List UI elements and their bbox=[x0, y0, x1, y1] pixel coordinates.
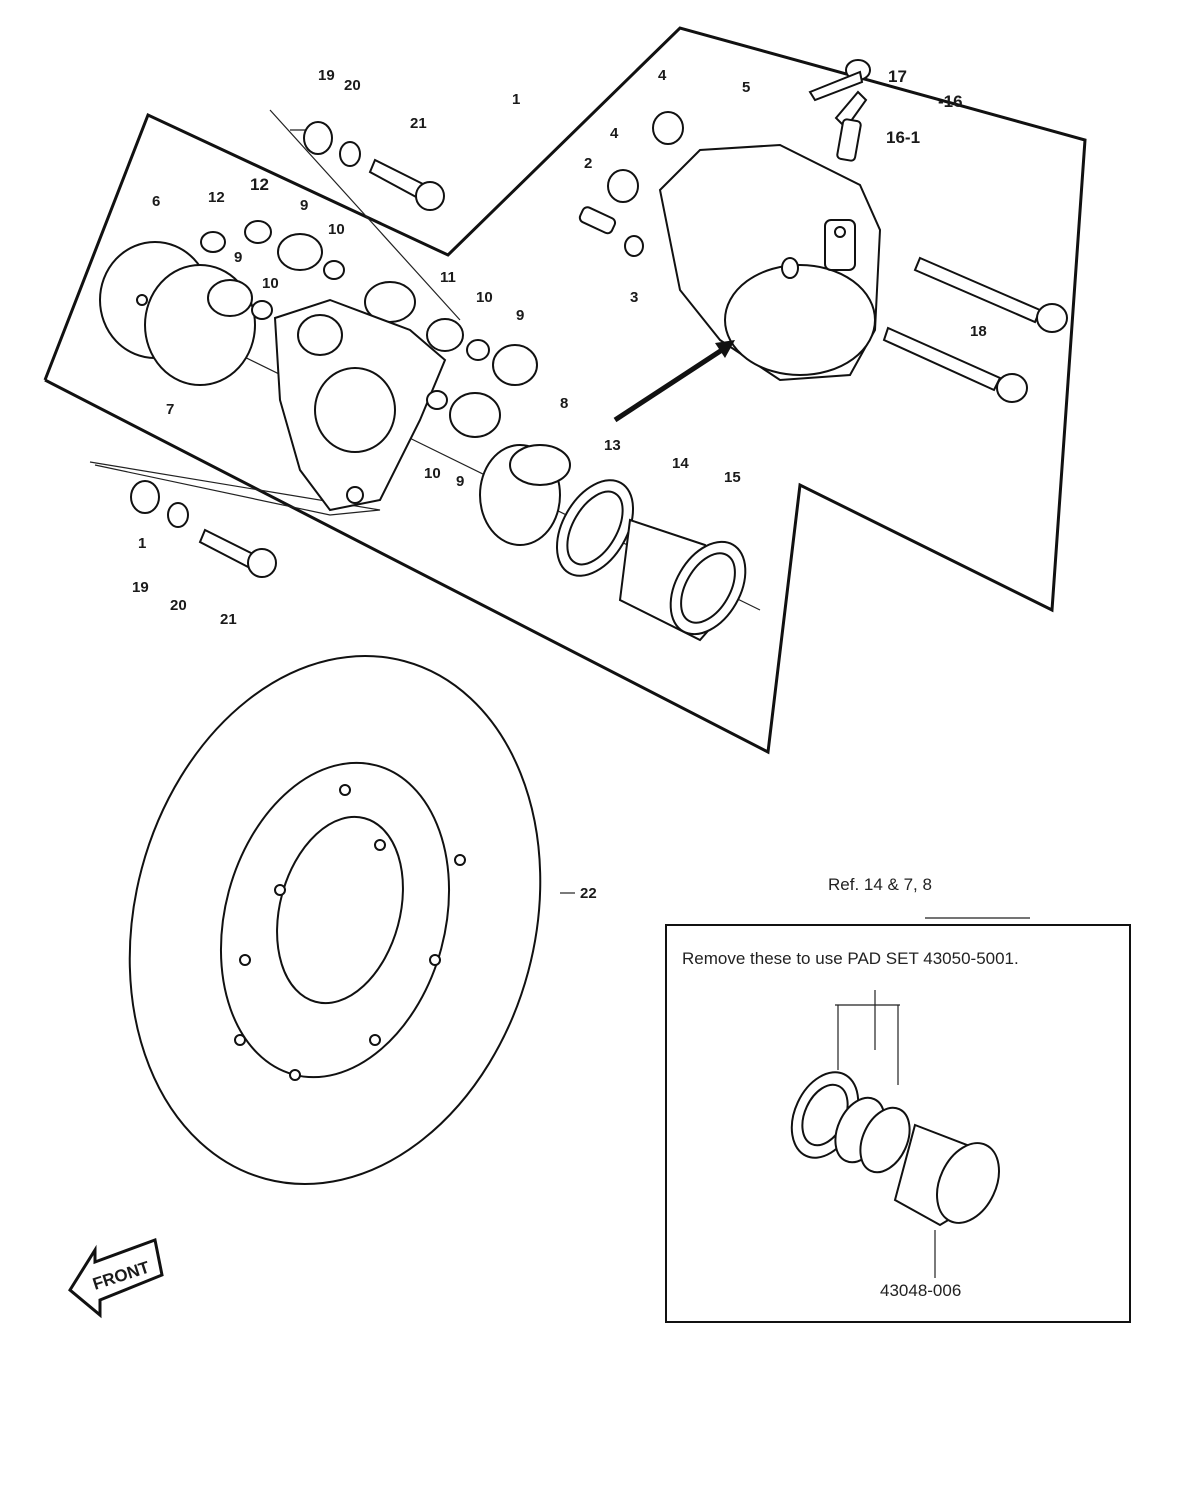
piston-part-9 bbox=[207, 233, 416, 323]
callout-20-bottom: 20 bbox=[170, 597, 187, 614]
piston-part-8 bbox=[479, 444, 571, 546]
callout-5: 5 bbox=[742, 79, 750, 96]
callout-16-1: 16-1 bbox=[886, 128, 920, 147]
callout-9-c: 9 bbox=[516, 307, 524, 324]
caliper-body-part-5 bbox=[658, 143, 882, 382]
inset-box bbox=[665, 924, 1131, 1323]
assembly-arrowhead bbox=[715, 340, 735, 358]
callout-1: 1 bbox=[512, 91, 520, 108]
callout-19-bottom: 19 bbox=[132, 579, 149, 596]
callout-13: 13 bbox=[604, 437, 621, 454]
dust-boot-part-14-15 bbox=[618, 518, 747, 642]
callout-9-a: 9 bbox=[300, 197, 308, 214]
callout-12-b: 12 bbox=[250, 175, 269, 194]
seal-part-12 bbox=[200, 220, 272, 253]
bolt-assembly-bottom-19-20-21 bbox=[130, 480, 277, 578]
callout-21-bottom: 21 bbox=[220, 611, 237, 628]
assembly-arrow bbox=[613, 345, 727, 423]
brake-disc-part-22 bbox=[128, 655, 542, 1185]
washer-part-3 bbox=[624, 235, 644, 257]
callout-3: 3 bbox=[630, 289, 638, 306]
callout-15: 15 bbox=[724, 469, 741, 486]
callout-10-c: 10 bbox=[476, 289, 493, 306]
front-direction-arrow: FRONT bbox=[68, 1237, 164, 1319]
leader-line bbox=[269, 109, 461, 321]
callout-16: -16 bbox=[938, 92, 963, 111]
callout-19-top: 19 bbox=[318, 67, 335, 84]
callout-17: 17 bbox=[888, 67, 907, 86]
nut-part-4 bbox=[607, 111, 684, 203]
callout-21-top: 21 bbox=[410, 115, 427, 132]
callout-1-bottom: 1 bbox=[138, 535, 146, 552]
callout-9-b: 9 bbox=[234, 249, 242, 266]
callout-4-upper: 4 bbox=[658, 67, 667, 84]
leader-line bbox=[89, 461, 381, 516]
piston-set-right bbox=[426, 339, 538, 438]
callout-4-lower: 4 bbox=[610, 125, 619, 142]
callout-12-a: 12 bbox=[208, 189, 225, 206]
callout-10-b: 10 bbox=[262, 275, 279, 292]
inset-piston-illustration bbox=[790, 990, 1000, 1227]
inset-ref-label: Ref. 14 & 7, 8 bbox=[828, 875, 932, 894]
inset-part-number: 43048-006 bbox=[880, 1281, 961, 1300]
callout-9-d: 9 bbox=[456, 473, 464, 490]
callout-11: 11 bbox=[440, 269, 456, 286]
bolt-assembly-top-19-20-21 bbox=[303, 121, 445, 211]
caliper-holder-bracket bbox=[273, 298, 464, 512]
bleed-valve-part-16 bbox=[808, 59, 871, 162]
callout-20-top: 20 bbox=[344, 77, 361, 94]
inset-note: Remove these to use PAD SET 43050-5001. bbox=[682, 949, 1019, 968]
callout-18: 18 bbox=[970, 323, 987, 340]
callout-10-a: 10 bbox=[328, 221, 345, 238]
bolt-part-2 bbox=[578, 206, 617, 235]
callout-7: 7 bbox=[166, 401, 174, 418]
seal-ring-part-13 bbox=[556, 479, 634, 577]
callout-6: 6 bbox=[152, 193, 160, 210]
bolt-part-18 bbox=[882, 256, 1068, 403]
callout-2: 2 bbox=[584, 155, 592, 172]
callout-10-d: 10 bbox=[424, 465, 441, 482]
callout-22: 22 bbox=[580, 885, 597, 902]
ring-part-10 bbox=[251, 260, 345, 320]
callout-8: 8 bbox=[560, 395, 568, 412]
callout-14: 14 bbox=[672, 455, 689, 472]
assembly-group-outline bbox=[43, 26, 1087, 755]
